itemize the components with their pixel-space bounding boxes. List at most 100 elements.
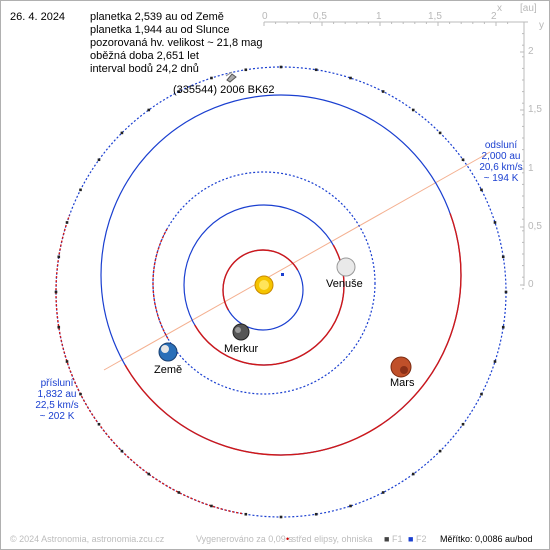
mercury-label: Merkur: [224, 343, 259, 355]
earth-cloud-icon: [161, 345, 169, 353]
asteroid-orbit-point: [501, 325, 505, 329]
aphelion-title: odsluní: [484, 140, 518, 151]
earth-orbit: [152, 171, 376, 395]
x-tick-label: 0: [262, 11, 268, 22]
info-period: oběžná doba 2,651 let: [90, 50, 199, 62]
asteroid-orbit-point: [438, 449, 442, 453]
asteroid-orbit-point: [480, 392, 483, 396]
asteroid-orbit-point: [54, 290, 58, 294]
asteroid-orbit-point: [147, 472, 151, 476]
mercury-orbit-front: [222, 249, 299, 311]
asteroid-orbit-point: [57, 325, 61, 329]
ellipse-center-marker: •: [286, 534, 290, 544]
f1-text: F1: [391, 534, 403, 544]
info-earth-distance: planetka 2,539 au od Země: [90, 11, 224, 23]
asteroid-orbit-point: [501, 255, 505, 259]
asteroid-orbit-point: [411, 108, 415, 112]
asteroid-orbit: [55, 66, 507, 518]
asteroid-orbit-point: [210, 504, 213, 508]
asteroid-orbit-point: [79, 392, 82, 396]
earth-label: Země: [154, 364, 183, 376]
aphelion-speed: 20,6 km/s: [479, 162, 523, 173]
asteroid-orbit-point: [314, 68, 318, 72]
apsides-line: [103, 151, 491, 371]
unit-label: [au]: [520, 3, 537, 14]
asteroid-orbit-point: [57, 255, 61, 259]
asteroid-orbit-point: [493, 360, 497, 363]
asteroid-orbit-point: [461, 158, 465, 162]
y-tick-label: 0: [528, 279, 534, 290]
perihelion-temperature: ~ 202 K: [39, 411, 75, 422]
asteroid-orbit-point: [504, 290, 508, 294]
asteroid-icon: [226, 73, 237, 83]
asteroid-orbit-point: [120, 131, 124, 135]
f1-legend: ■ F1: [384, 534, 402, 544]
y-tick-label: 0,5: [528, 221, 542, 232]
info-panel: planetka 2,539 au od Země planetka 1,944…: [90, 11, 263, 76]
mercury-highlight-icon: [235, 327, 241, 333]
mars-label: Mars: [390, 377, 415, 389]
x-tick-label: 1,5: [428, 11, 442, 22]
asteroid-orbit-point: [97, 422, 101, 426]
aphelion-temperature: ~ 194 K: [483, 173, 519, 184]
f2-text: F2: [415, 534, 427, 544]
earth-icon: [158, 342, 178, 362]
mars-shadow-icon: [400, 366, 408, 374]
perihelion-title: přísluní: [40, 378, 74, 389]
asteroid-orbit-point: [210, 76, 213, 80]
aphelion-distance: 2,000 au: [481, 151, 521, 162]
asteroid-orbit-point: [411, 472, 415, 476]
asteroid-orbit-point: [314, 512, 318, 516]
asteroid-orbit-point: [244, 68, 248, 72]
ellipse-legend-text: střed elipsy, ohniska: [291, 534, 373, 544]
asteroid-orbit-point: [120, 449, 124, 453]
asteroid-orbit-point: [65, 360, 69, 363]
date-label: 26. 4. 2024: [10, 11, 66, 23]
perihelion-speed: 22,5 km/s: [35, 400, 79, 411]
x-tick-label: 1: [376, 11, 382, 22]
asteroid-orbit-point: [79, 188, 82, 192]
asteroid-orbit-point: [480, 188, 483, 192]
asteroid-orbit-point: [279, 65, 283, 69]
mars-orbit-front: [124, 213, 462, 456]
venus-icon: [336, 257, 356, 277]
asteroid-pointer: [225, 71, 233, 77]
info-sun-distance: planetka 1,944 au od Slunce: [90, 24, 230, 36]
asteroid-orbit-point: [381, 90, 385, 93]
asteroid-orbit-point: [177, 90, 181, 93]
mars-icon: [390, 356, 412, 378]
y-tick-label: 1: [528, 163, 534, 174]
y-tick-label: 1,5: [528, 104, 542, 115]
generated-text: Vygenerováno za 0,09 s: [196, 534, 293, 544]
asteroid-orbit-front: [55, 214, 243, 515]
x-axis-label: x: [497, 3, 502, 14]
asteroid-orbit-point: [349, 76, 352, 80]
asteroid-name-label: (335544) 2006 BK62: [173, 84, 275, 96]
asteroid-orbit-point: [279, 515, 283, 519]
f2-legend: ■ F2: [408, 534, 426, 544]
asteroid-orbit-point: [244, 512, 248, 516]
asteroid-orbit-point: [97, 158, 101, 162]
asteroid-orbit-point: [349, 504, 352, 508]
asteroid-orbit-point: [65, 221, 69, 224]
aphelion-info: odsluní 2,000 au 20,6 km/s ~ 194 K: [468, 140, 534, 184]
scale-text: Měřítko: 0,0086 au/bod: [440, 534, 533, 544]
f1-marker: ■: [384, 534, 390, 544]
asteroid-orbit-point: [177, 491, 181, 494]
f2-marker: ■: [408, 534, 414, 544]
x-tick-label: 0,5: [313, 11, 327, 22]
venus-orbit-front: [194, 244, 345, 366]
perihelion-info: přísluní 1,832 au 22,5 km/s ~ 202 K: [24, 378, 90, 422]
sun-core-icon: [259, 280, 269, 290]
asteroid-orbit-point: [147, 108, 151, 112]
asteroid-orbit-point: [381, 491, 385, 494]
earth-orbit-front: [152, 227, 169, 339]
perihelion-distance: 1,832 au: [37, 389, 77, 400]
info-point-interval: interval bodů 24,2 dnů: [90, 63, 199, 75]
y-axis-label: y: [539, 20, 544, 31]
focus-f2-marker: [281, 273, 284, 276]
info-magnitude: pozorovaná hv. velikost ~ 21,8 mag: [90, 37, 263, 49]
x-tick-label: 2: [491, 11, 497, 22]
